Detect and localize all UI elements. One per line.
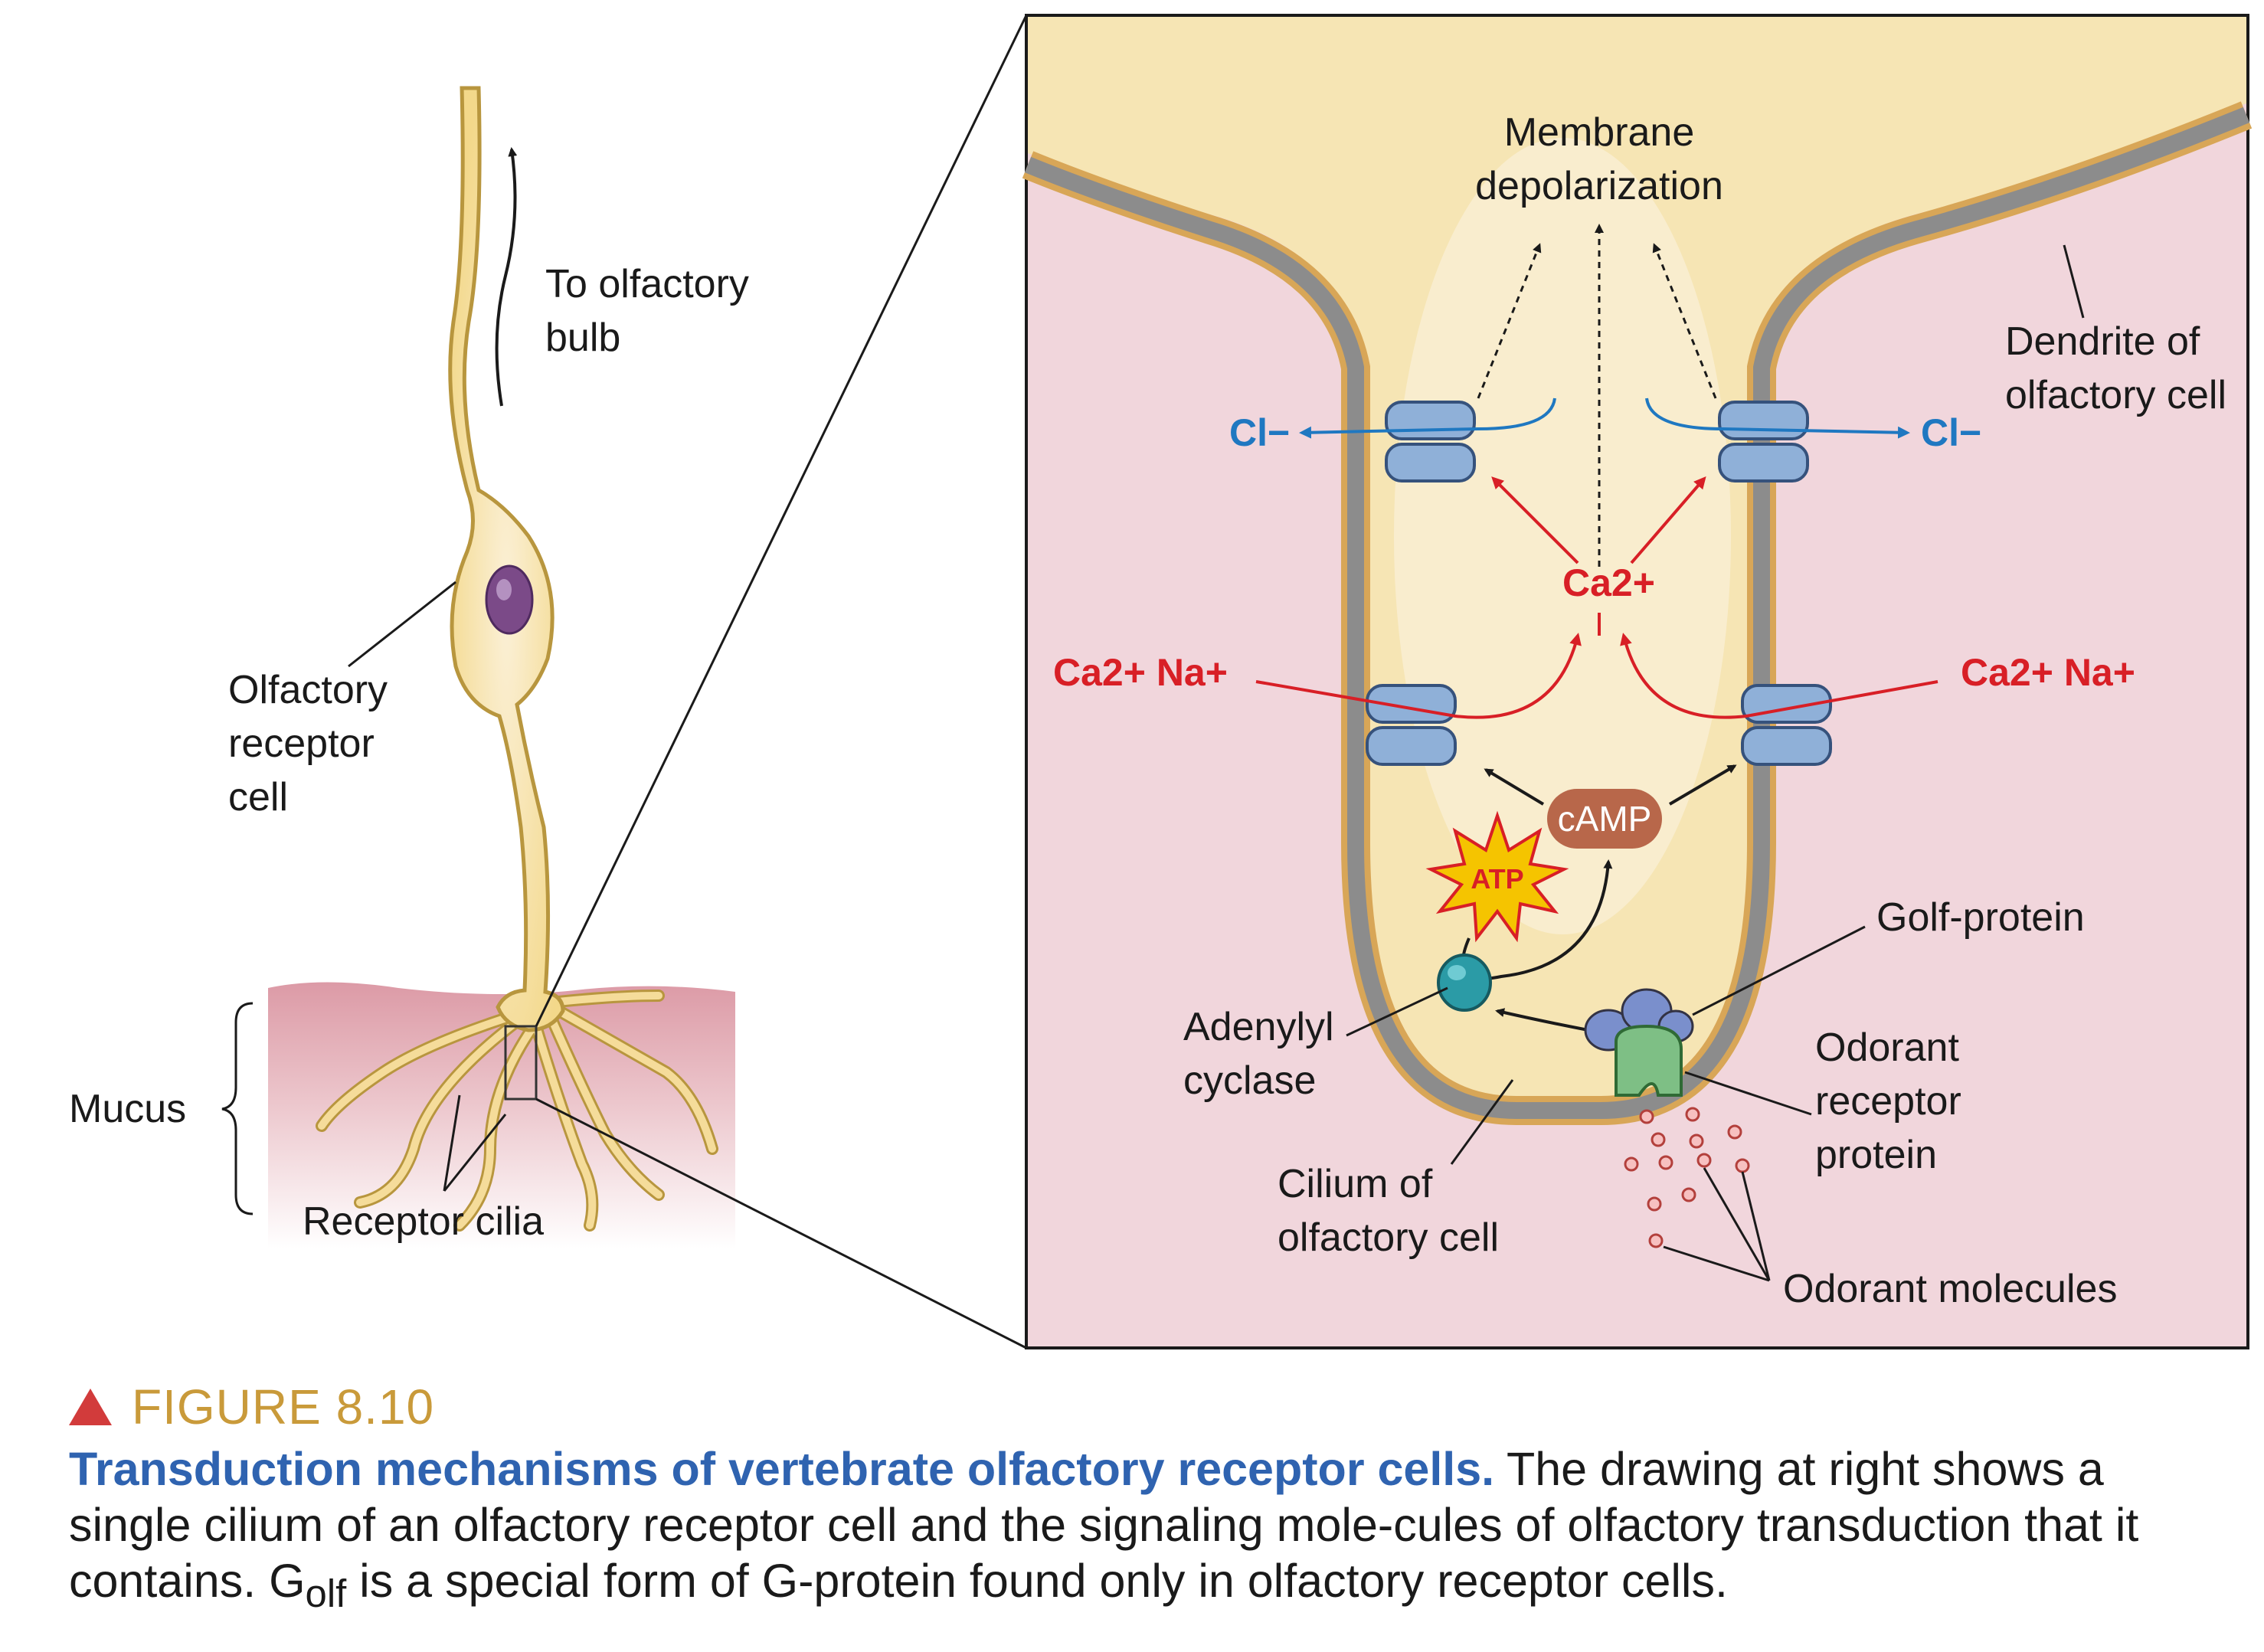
figure-heading: FIGURE 8.10 [69, 1379, 2213, 1435]
figure-illustration: To olfactory bulb Olfactory receptor cel… [69, 14, 2253, 1349]
figure-caption: FIGURE 8.10 Transduction mechanisms of v… [69, 1379, 2213, 1621]
mucus-brace [221, 1002, 254, 1215]
chloride-left-label: Cl− [1229, 411, 1290, 454]
camp-label: cAMP [1558, 799, 1652, 839]
caption-text-2: is a special form of G-protein found onl… [346, 1555, 1728, 1607]
olfactory-receptor-cell [448, 86, 565, 1101]
caption-bold-title: Transduction mechanisms of vertebrate ol… [69, 1443, 1495, 1495]
depolarization-label-1: Membrane [1504, 110, 1695, 155]
golf-protein-label: Golf-protein [1876, 895, 2085, 940]
figure-number: FIGURE 8.10 [132, 1379, 435, 1434]
odorant-molecules-label: Odorant molecules [1783, 1267, 2117, 1311]
cilium-label-2: olfactory cell [1278, 1215, 1499, 1260]
atp-label: ATP [1471, 863, 1523, 895]
depolarization-label-2: depolarization [1475, 164, 1723, 208]
to-bulb-arrow [495, 147, 518, 407]
calcium-center-label: Ca2+ [1562, 561, 1655, 604]
calcium-sodium-right-label: Ca2+ Na+ [1961, 651, 2135, 694]
chloride-right-label: Cl− [1921, 411, 1981, 454]
adenylyl-cyclase-label-2: cyclase [1183, 1058, 1316, 1103]
to-bulb-label-1: To olfactory [545, 262, 749, 306]
dendrite-label-1: Dendrite of [2005, 319, 2200, 364]
cilium-detail-panel: cAMP ATP [1022, 14, 2253, 1349]
camp-molecule: cAMP [1547, 789, 1662, 849]
receptor-cilia-label: Receptor cilia [303, 1199, 544, 1244]
caption-subscript: olf [305, 1572, 347, 1616]
odorant-receptor-label-3: protein [1815, 1133, 1937, 1177]
zoom-line-top [535, 15, 1028, 1027]
adenylyl-cyclase-enzyme [1437, 954, 1492, 1012]
zoom-line-bottom [535, 1098, 1027, 1349]
triangle-icon [69, 1389, 112, 1425]
calcium-sodium-left-label: Ca2+ Na+ [1053, 651, 1228, 694]
mucus-label: Mucus [69, 1087, 186, 1131]
odorant-receptor-protein [1615, 1024, 1683, 1097]
adenylyl-cyclase-label-1: Adenylyl [1183, 1005, 1334, 1049]
receptor-cell-label-1: Olfactory [228, 668, 388, 712]
cation-channel-left [1366, 684, 1457, 766]
odorant-receptor-label-1: Odorant [1815, 1026, 1959, 1070]
receptor-cell-label-3: cell [228, 775, 288, 819]
odorant-molecules [1624, 1107, 1750, 1248]
caption-body: Transduction mechanisms of vertebrate ol… [69, 1441, 2213, 1621]
odorant-receptor-label-2: receptor [1815, 1079, 1961, 1124]
cilium-label-1: Cilium of [1278, 1162, 1433, 1206]
caption-text-1: The drawing at right shows a single cili… [69, 1443, 2139, 1607]
to-bulb-label-2: bulb [545, 316, 620, 360]
receptor-cell-label-2: receptor [228, 721, 375, 766]
dendrite-label-2: olfactory cell [2005, 373, 2226, 417]
atp-molecule: ATP [1425, 810, 1569, 943]
